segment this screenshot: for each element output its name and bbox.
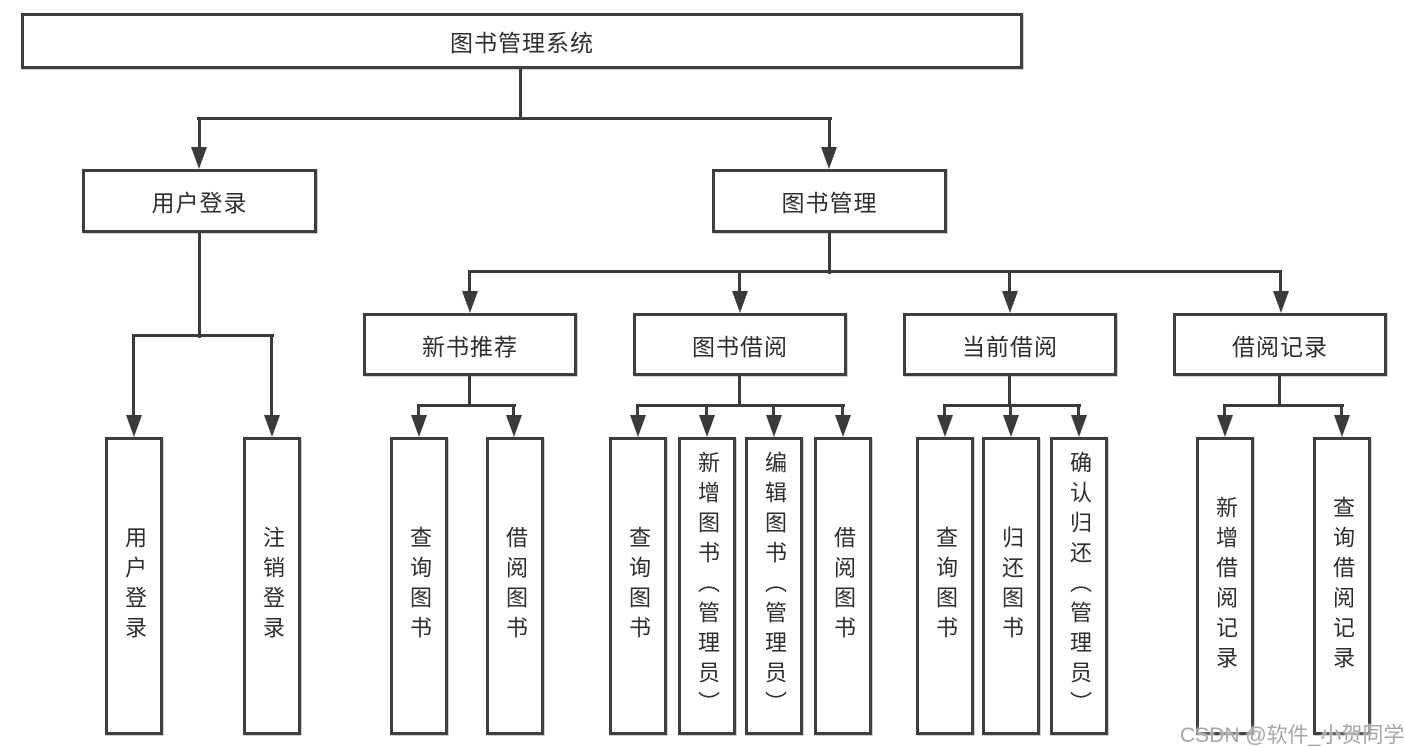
node-user-login-label: 用户登录 [151, 190, 248, 216]
connector-level3-hline [468, 270, 1282, 273]
connector-stub [772, 404, 775, 417]
connector-book-borrow-hline [636, 404, 845, 407]
arrow-down-icon [1273, 291, 1289, 313]
csdn-watermark: CSDN @软件_小贺同学 [1180, 724, 1405, 747]
leaf-current-query: 查询图书 [916, 437, 974, 735]
connector-new-book-hline [417, 404, 516, 407]
connector-stub [1077, 404, 1080, 417]
node-book-borrow-label: 图书借阅 [692, 333, 788, 360]
arrow-down-icon [1002, 291, 1018, 313]
connector-stub-leaf-logout [270, 334, 273, 417]
node-book-mgmt: 图书管理 [712, 169, 947, 233]
leaf-current-return: 归还图书 [982, 437, 1040, 735]
leaf-record-add-label: 新增借阅记录 [1213, 496, 1238, 676]
connector-level2-hline [197, 117, 832, 120]
connector-stub [636, 404, 639, 417]
connector-book-borrow-vline [738, 376, 741, 407]
leaf-current-confirm-admin: 确认归还（管理员） [1050, 437, 1108, 735]
node-current-borrow-label: 当前借阅 [962, 333, 1058, 360]
leaf-current-query-label: 查询图书 [933, 526, 958, 646]
connector-stub-user-login [198, 117, 201, 150]
connector-borrow-record-vline [1278, 376, 1281, 407]
arrow-down-icon [411, 415, 427, 437]
leaf-newbook-borrow: 借阅图书 [486, 437, 544, 735]
connector-user-login-vline [198, 233, 201, 338]
node-new-book: 新书推荐 [363, 313, 577, 376]
leaf-newbook-borrow-label: 借阅图书 [503, 526, 528, 646]
leaf-borrow-query: 查询图书 [609, 437, 667, 735]
node-borrow-record: 借阅记录 [1173, 313, 1387, 376]
leaf-borrow-edit-admin: 编辑图书（管理员） [745, 437, 803, 735]
connector-stub-leaf-user-login [132, 334, 135, 417]
arrow-down-icon [1334, 415, 1350, 437]
connector-current-borrow-vline [1008, 376, 1011, 407]
connector-stub [705, 404, 708, 417]
arrow-down-icon [264, 415, 280, 437]
arrow-down-icon [506, 415, 522, 437]
arrow-down-icon [821, 147, 837, 169]
leaf-user-login-label: 用户登录 [122, 526, 147, 646]
arrow-down-icon [1217, 415, 1233, 437]
connector-current-borrow-hline [943, 404, 1081, 407]
arrow-down-icon [835, 415, 851, 437]
node-book-borrow: 图书借阅 [633, 313, 847, 376]
node-borrow-record-label: 借阅记录 [1232, 333, 1328, 360]
arrow-down-icon [1003, 415, 1019, 437]
node-root: 图书管理系统 [21, 13, 1023, 69]
arrow-down-icon [937, 415, 953, 437]
node-new-book-label: 新书推荐 [422, 333, 518, 360]
node-user-login: 用户登录 [82, 169, 317, 233]
node-book-mgmt-label: 图书管理 [781, 190, 878, 216]
leaf-user-login: 用户登录 [105, 437, 163, 735]
leaf-current-return-label: 归还图书 [999, 526, 1024, 646]
leaf-borrow-query-label: 查询图书 [626, 526, 651, 646]
connector-root-vline [519, 68, 522, 119]
node-root-label: 图书管理系统 [450, 30, 594, 56]
leaf-borrow-add-admin: 新增图书（管理员） [678, 437, 736, 735]
connector-new-book-vline [468, 376, 471, 407]
connector-stub-book-mgmt [828, 117, 831, 150]
leaf-logout: 注销登录 [243, 437, 301, 735]
connector-stub-borrow-record [1279, 270, 1282, 293]
leaf-record-query-label: 查询借阅记录 [1330, 496, 1355, 676]
connector-book-mgmt-vline [828, 233, 831, 274]
connector-borrow-record-hline [1223, 404, 1344, 407]
connector-stub-book-borrow [738, 270, 741, 293]
leaf-logout-label: 注销登录 [260, 526, 285, 646]
connector-stub [943, 404, 946, 417]
connector-stub [417, 404, 420, 417]
connector-stub [1009, 404, 1012, 417]
leaf-newbook-query-label: 查询图书 [407, 526, 432, 646]
leaf-record-add: 新增借阅记录 [1196, 437, 1254, 735]
leaf-current-confirm-admin-label: 确认归还（管理员） [1067, 451, 1092, 721]
arrow-down-icon [1071, 415, 1087, 437]
connector-stub [1223, 404, 1226, 417]
node-current-borrow: 当前借阅 [903, 313, 1117, 376]
leaf-borrow-edit-admin-label: 编辑图书（管理员） [762, 451, 787, 721]
arrow-down-icon [126, 415, 142, 437]
connector-stub [512, 404, 515, 417]
connector-stub [1340, 404, 1343, 417]
connector-stub-current-borrow [1008, 270, 1011, 293]
arrow-down-icon [191, 147, 207, 169]
leaf-borrow-borrow: 借阅图书 [814, 437, 872, 735]
leaf-borrow-add-admin-label: 新增图书（管理员） [695, 451, 720, 721]
arrow-down-icon [699, 415, 715, 437]
arrow-down-icon [462, 291, 478, 313]
connector-user-login-hline [132, 334, 274, 337]
connector-stub-new-book [468, 270, 471, 293]
leaf-newbook-query: 查询图书 [390, 437, 448, 735]
leaf-record-query: 查询借阅记录 [1313, 437, 1371, 735]
leaf-borrow-borrow-label: 借阅图书 [831, 526, 856, 646]
arrow-down-icon [766, 415, 782, 437]
arrow-down-icon [630, 415, 646, 437]
connector-stub [841, 404, 844, 417]
arrow-down-icon [732, 291, 748, 313]
